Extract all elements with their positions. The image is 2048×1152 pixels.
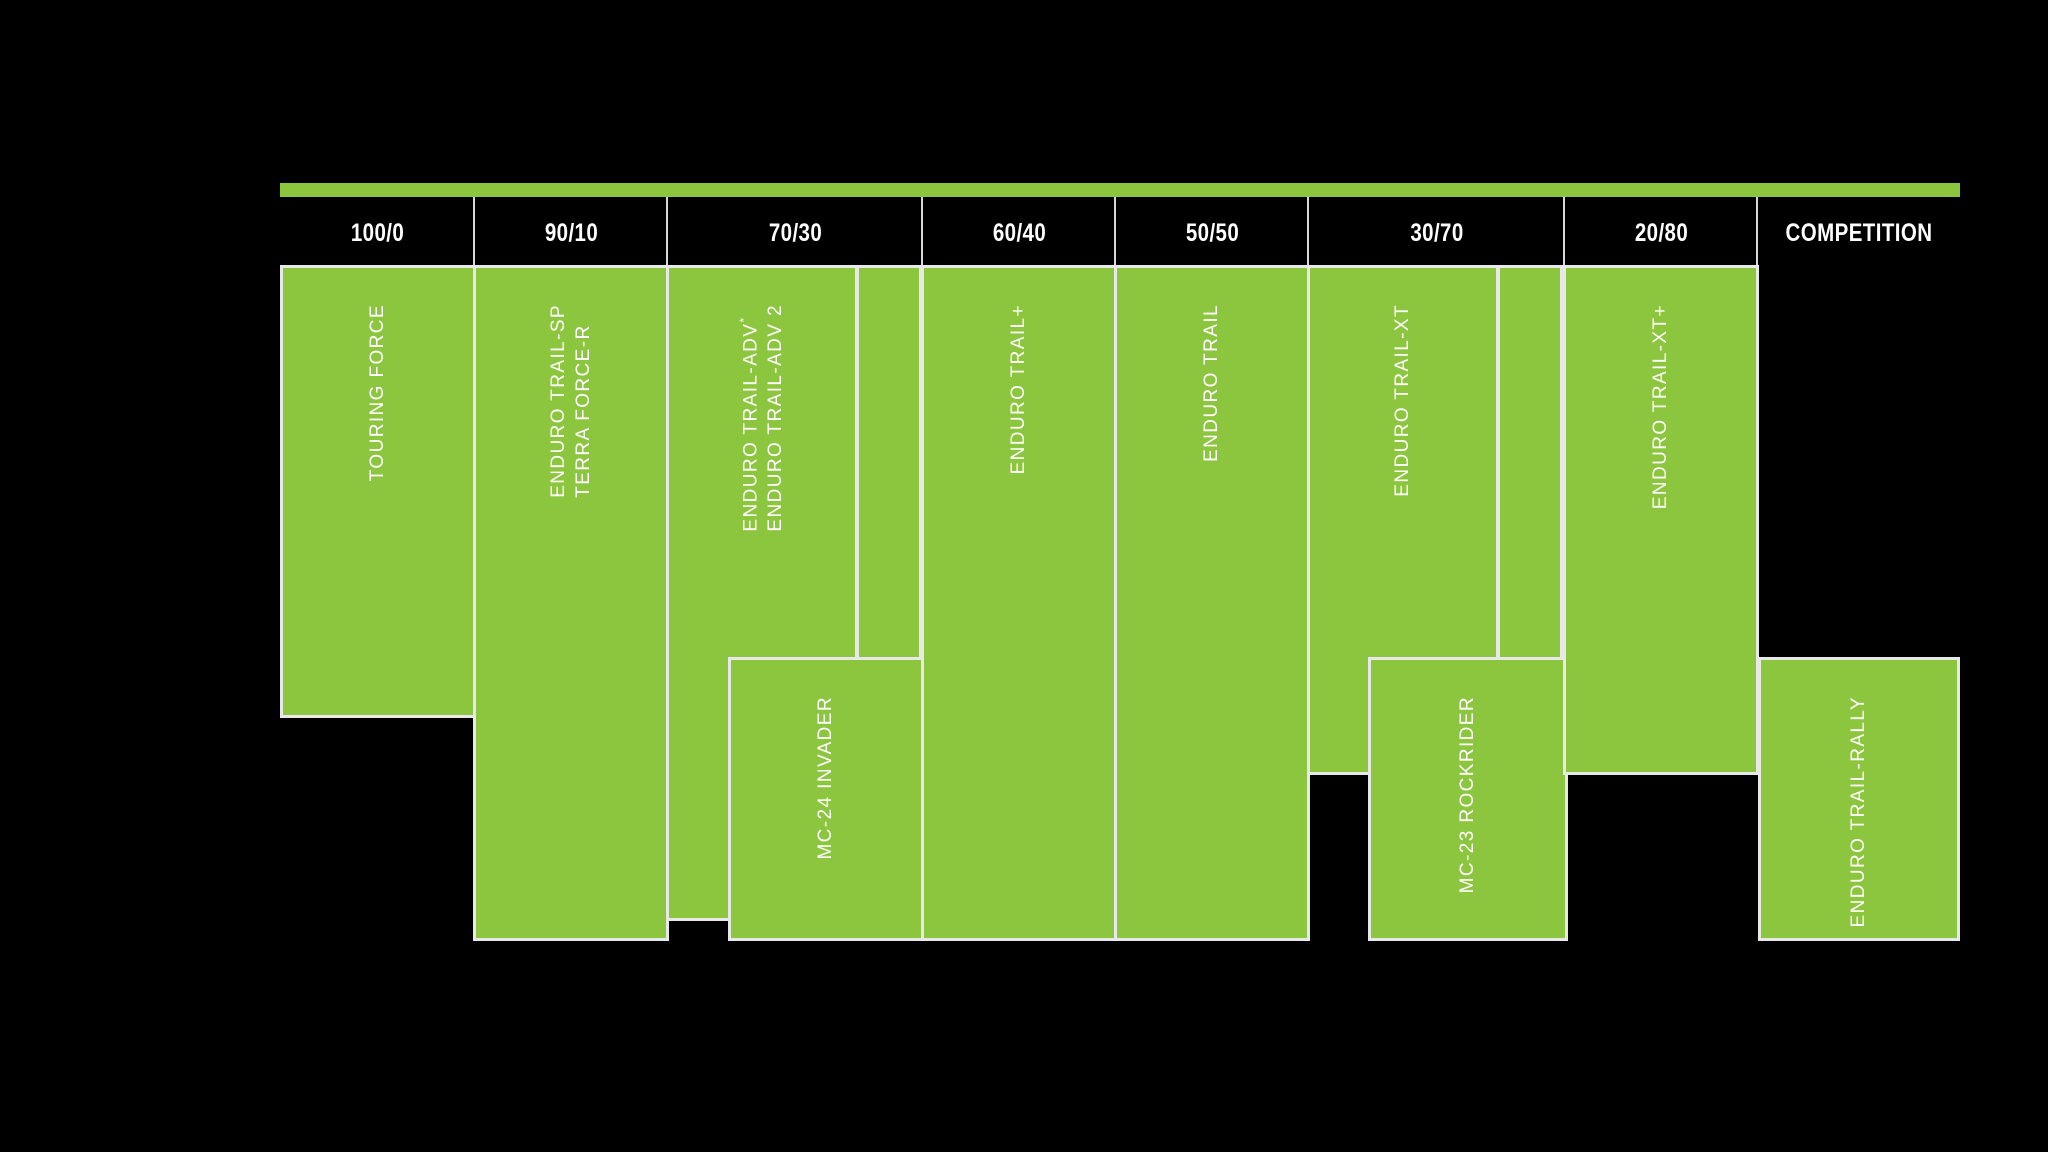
- block-70-30-right-segment[interactable]: [856, 265, 922, 663]
- enduro-trail-adv-footnote-marker: *: [736, 316, 751, 323]
- header-cell-30-70[interactable]: 30/70: [1410, 218, 1464, 247]
- block-enduro-trail-plus[interactable]: ENDURO TRAIL+: [921, 265, 1117, 941]
- header-divider: [666, 197, 668, 269]
- block-30-70-right-segment[interactable]: [1497, 265, 1563, 663]
- header-cell-20-80[interactable]: 20/80: [1634, 218, 1689, 247]
- block-label-enduro-trail-xt: ENDURO TRAIL-XT: [1392, 304, 1413, 497]
- header-cell-50-50[interactable]: 50/50: [1185, 218, 1240, 247]
- header-cell-90-10[interactable]: 90/10: [544, 218, 599, 247]
- block-enduro-trail[interactable]: ENDURO TRAIL: [1114, 265, 1310, 941]
- block-label-enduro-trail: ENDURO TRAIL: [1201, 304, 1222, 462]
- header-cell-60-40[interactable]: 60/40: [992, 218, 1047, 247]
- header-divider: [473, 197, 475, 269]
- block-mc-24-invader[interactable]: MC-24 INVADER: [728, 657, 924, 941]
- block-label-enduro-trail-adv: ENDURO TRAIL-ADV*: [736, 316, 762, 532]
- block-label-mc-24-invader: MC-24 INVADER: [815, 696, 836, 860]
- block-mc-23-rockrider[interactable]: MC-23 ROCKRIDER: [1368, 657, 1568, 941]
- header-divider: [921, 197, 923, 269]
- header-divider: [1114, 197, 1116, 269]
- header-cell-70-30[interactable]: 70/30: [768, 218, 823, 247]
- block-label-touring-force: TOURING FORCE: [367, 304, 388, 482]
- block-label-terra-force-r: TERRA FORCE-R: [572, 324, 594, 498]
- block-enduro-trail-rally[interactable]: ENDURO TRAIL-RALLY: [1758, 657, 1960, 941]
- block-label-enduro-trail-adv-2: ENDURO TRAIL-ADV 2: [765, 304, 787, 532]
- block-label-enduro-trail-plus: ENDURO TRAIL+: [1008, 304, 1029, 475]
- header-divider: [1563, 197, 1565, 269]
- block-label-enduro-trail-xt-plus: ENDURO TRAIL-XT+: [1650, 304, 1671, 510]
- block-label-enduro-trail-sp: ENDURO TRAIL-SP: [547, 304, 569, 498]
- block-terra-force-r-enduro-trail-sp[interactable]: TERRA FORCE-R ENDURO TRAIL-SP: [473, 265, 669, 941]
- block-touring-force[interactable]: TOURING FORCE: [280, 265, 476, 718]
- header-divider: [1756, 197, 1758, 269]
- block-enduro-trail-xt-plus[interactable]: ENDURO TRAIL-XT+: [1563, 265, 1759, 775]
- block-label-enduro-trail-rally: ENDURO TRAIL-RALLY: [1848, 696, 1869, 928]
- header-cell-100-0[interactable]: 100/0: [350, 218, 405, 247]
- header-divider: [1307, 197, 1309, 269]
- header-cell-competition[interactable]: COMPETITION: [1785, 218, 1933, 247]
- header-row: 100/0 90/10 70/30 60/40 50/50 30/70 20/8…: [0, 197, 2048, 269]
- top-accent-bar: [280, 183, 1960, 197]
- block-label-mc-23-rockrider: MC-23 ROCKRIDER: [1457, 696, 1478, 894]
